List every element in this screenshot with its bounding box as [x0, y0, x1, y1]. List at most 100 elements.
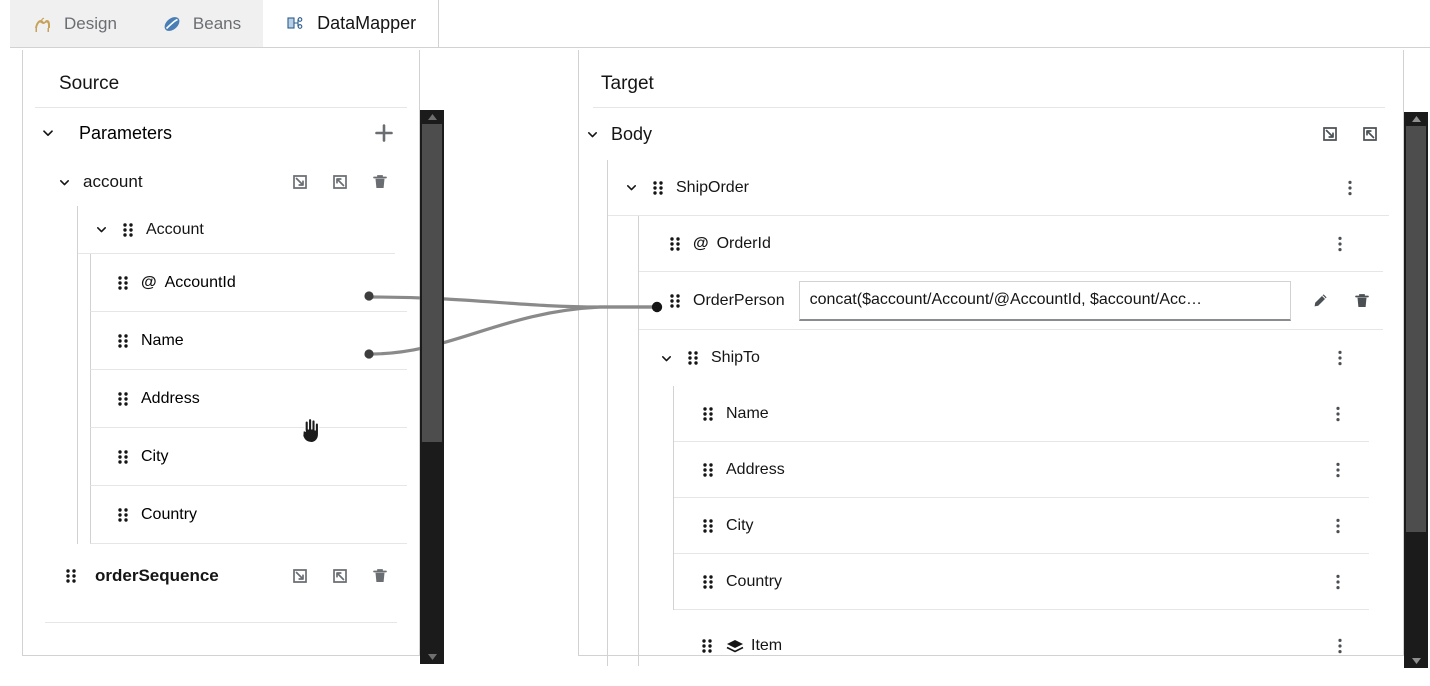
drag-handle-icon[interactable] — [117, 507, 131, 523]
source-scrollbar[interactable] — [420, 110, 444, 664]
expression-input[interactable] — [798, 280, 1291, 321]
source-field-name[interactable]: Name — [90, 312, 407, 370]
trash-icon[interactable] — [367, 563, 393, 589]
arrow-out-of-box-icon[interactable] — [327, 169, 353, 195]
source-field-list: @ AccountId Name Address — [78, 254, 407, 544]
target-shiporder-children: @ OrderId OrderPerson — [638, 216, 1403, 666]
source-ordersequence-label: orderSequence — [95, 566, 219, 585]
target-panel-title: Target — [601, 72, 654, 94]
chevron-down-icon[interactable] — [622, 179, 640, 197]
target-shiporder-label: ShipOrder — [676, 178, 749, 196]
target-field-address[interactable]: Address — [674, 442, 1369, 498]
target-scrollbar-thumb[interactable] — [1406, 126, 1426, 532]
target-orderid-label: OrderId — [716, 234, 771, 252]
drag-handle-icon[interactable] — [117, 449, 131, 465]
target-node-shiporder[interactable]: ShipOrder — [608, 160, 1389, 216]
source-scrollbar-thumb[interactable] — [422, 124, 442, 442]
tab-datamapper-label: DataMapper — [317, 13, 417, 33]
source-tree: Parameters account — [23, 108, 419, 623]
drag-handle-icon[interactable] — [702, 574, 716, 590]
scroll-down-arrow-icon[interactable] — [420, 650, 444, 664]
drag-handle-icon[interactable] — [701, 638, 715, 654]
chevron-down-icon[interactable] — [92, 221, 110, 239]
chevron-down-icon[interactable] — [657, 349, 675, 367]
source-parameters-row[interactable]: Parameters — [35, 108, 407, 158]
kebab-menu-icon[interactable] — [1325, 569, 1351, 595]
chevron-down-icon[interactable] — [583, 125, 601, 143]
target-field-label: Country — [726, 572, 783, 590]
chevron-down-icon[interactable] — [55, 173, 73, 191]
attribute-symbol-icon: @ — [693, 234, 709, 252]
arrow-into-box-icon[interactable] — [287, 169, 313, 195]
target-orderperson-label: OrderPerson — [693, 291, 785, 309]
target-node-orderid[interactable]: @ OrderId — [639, 216, 1383, 272]
source-panel: Source Parameters account — [22, 50, 420, 656]
tab-design[interactable]: Design — [10, 0, 139, 47]
kebab-menu-icon[interactable] — [1325, 457, 1351, 483]
kebab-menu-icon[interactable] — [1327, 231, 1353, 257]
source-account-type-label: Account — [146, 220, 204, 238]
chevron-down-icon[interactable] — [39, 124, 57, 142]
target-shiporder-group: ShipOrder @ OrderId — [607, 160, 1403, 666]
drag-handle-icon[interactable] — [117, 275, 131, 291]
stack-icon — [725, 633, 745, 659]
trash-icon[interactable] — [1349, 288, 1375, 314]
datamapper-icon — [285, 13, 307, 35]
source-field-city[interactable]: City — [90, 428, 407, 486]
drag-handle-icon[interactable] — [702, 462, 716, 478]
target-node-shipto[interactable]: ShipTo — [639, 330, 1383, 386]
drag-handle-icon[interactable] — [702, 406, 716, 422]
source-panel-header: Source — [35, 60, 407, 108]
source-field-address[interactable]: Address — [90, 370, 407, 428]
arrow-out-of-box-icon[interactable] — [1357, 121, 1383, 147]
kebab-menu-icon[interactable] — [1327, 345, 1353, 371]
pencil-icon[interactable] — [1307, 288, 1333, 314]
tab-datamapper[interactable]: DataMapper — [263, 0, 440, 47]
plus-icon[interactable] — [371, 120, 397, 146]
source-node-account[interactable]: account — [35, 158, 407, 206]
scroll-up-arrow-icon[interactable] — [420, 110, 444, 124]
scroll-up-arrow-icon[interactable] — [1404, 112, 1428, 126]
source-node-account-type[interactable]: Account — [78, 206, 395, 254]
source-node-ordersequence[interactable]: orderSequence — [35, 548, 407, 604]
drag-handle-icon[interactable] — [687, 350, 701, 366]
drag-handle-icon[interactable] — [65, 568, 79, 584]
source-field-label: City — [141, 447, 169, 465]
drag-handle-icon[interactable] — [117, 391, 131, 407]
target-tree: Body ShipOrder — [579, 108, 1403, 666]
attribute-symbol-icon: @ — [141, 273, 157, 291]
tab-beans[interactable]: Beans — [139, 0, 263, 47]
target-node-body[interactable]: Body — [579, 108, 1403, 160]
arrow-into-box-icon[interactable] — [287, 563, 313, 589]
drag-handle-icon[interactable] — [702, 518, 716, 534]
target-field-country[interactable]: Country — [674, 554, 1369, 610]
drag-handle-icon[interactable] — [652, 180, 666, 196]
drag-handle-icon[interactable] — [669, 293, 683, 309]
source-parameters-label: Parameters — [79, 122, 173, 143]
drag-handle-icon[interactable] — [122, 222, 136, 238]
kebab-menu-icon[interactable] — [1327, 633, 1353, 659]
target-node-item[interactable]: Item — [639, 626, 1383, 666]
target-panel-header: Target — [593, 60, 1385, 108]
target-body-label: Body — [611, 123, 653, 144]
drag-handle-icon[interactable] — [669, 236, 683, 252]
source-field-accountid[interactable]: @ AccountId — [90, 254, 407, 312]
target-field-name[interactable]: Name — [674, 386, 1369, 442]
target-shipto-children: Name Address — [673, 386, 1403, 610]
kebab-menu-icon[interactable] — [1325, 401, 1351, 427]
target-field-label: Name — [726, 404, 769, 422]
arrow-out-of-box-icon[interactable] — [327, 563, 353, 589]
target-scrollbar[interactable] — [1404, 112, 1428, 668]
kebab-menu-icon[interactable] — [1325, 513, 1351, 539]
trash-icon[interactable] — [367, 169, 393, 195]
target-field-city[interactable]: City — [674, 498, 1369, 554]
source-account-children: Account @ AccountId — [77, 206, 407, 544]
source-field-country[interactable]: Country — [90, 486, 407, 544]
scroll-down-arrow-icon[interactable] — [1404, 654, 1428, 668]
kebab-menu-icon[interactable] — [1337, 175, 1363, 201]
target-field-label: Address — [726, 460, 785, 478]
arrow-into-box-icon[interactable] — [1317, 121, 1343, 147]
drag-handle-icon[interactable] — [117, 333, 131, 349]
source-account-label: account — [83, 172, 143, 191]
target-node-orderperson[interactable]: OrderPerson — [639, 272, 1383, 330]
